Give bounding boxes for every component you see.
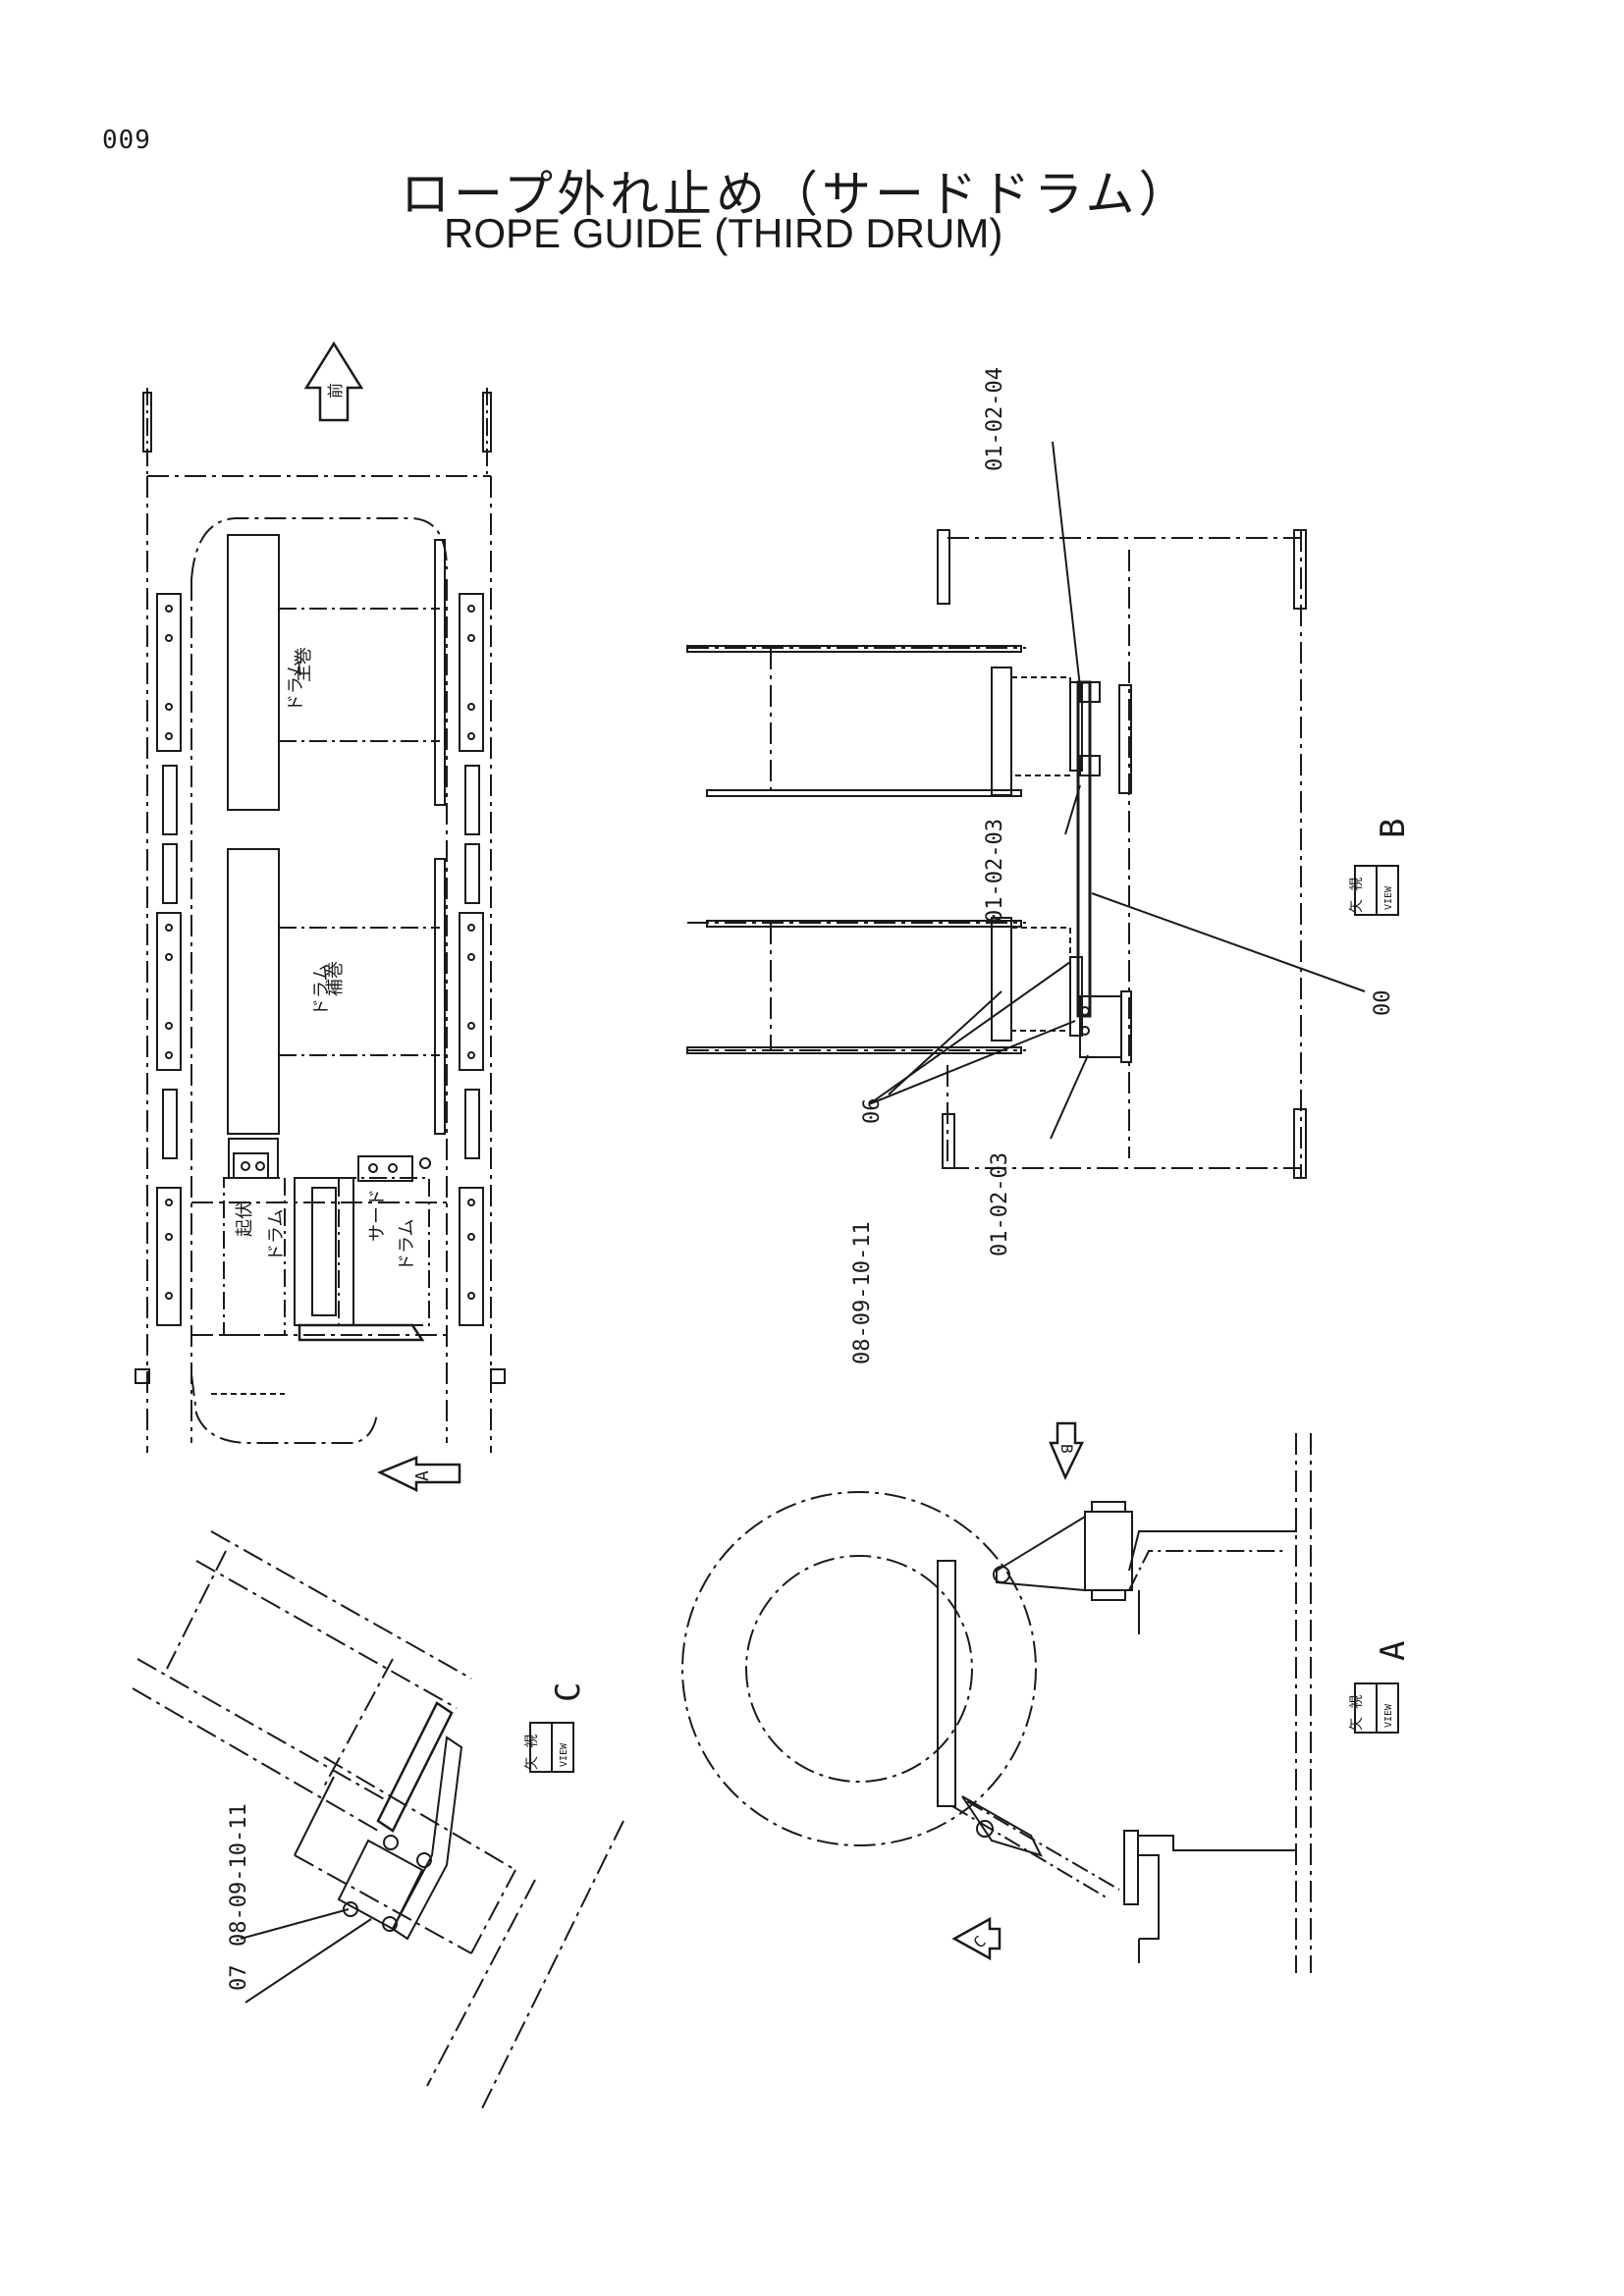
view-c-guide-plate <box>376 1701 454 1833</box>
aux-drum-label-2: ドラム <box>311 964 332 1016</box>
third-drum-label: サード <box>367 1189 388 1242</box>
view-b-callout-6: 01-02-03 <box>988 1152 1012 1256</box>
title-japanese: ロープ外れ止め（サードドラム） <box>401 166 1192 223</box>
view-c-label-box: 矢 視 VIEW C <box>524 1682 588 1773</box>
aux-drum <box>227 848 280 1135</box>
main-drum <box>227 534 280 811</box>
view-b-label-box: 矢 視 VIEW B <box>1349 819 1413 916</box>
top-view: 前 主巻 ドラム <box>135 341 506 1492</box>
rope-guide-plate <box>1076 680 1092 1018</box>
page-number: 009 <box>102 126 151 155</box>
view-b-letter: B <box>1374 819 1413 838</box>
view-c-ja: 矢 視 <box>524 1735 540 1770</box>
main-drum-label-2: ドラム <box>286 660 306 712</box>
boom-drum-label: 起伏 <box>235 1201 255 1237</box>
view-a-letter: A <box>1374 1641 1413 1661</box>
view-c-letter: C <box>549 1682 588 1702</box>
front-arrow-icon <box>303 341 364 422</box>
main-drum-label: 主巻 <box>294 647 314 682</box>
view-b: 01-02-04 01-02-03 00 06 08-09-10-11 01-0… <box>686 367 1413 1364</box>
view-a: B C 矢 視 VIEW A <box>681 1421 1413 1973</box>
title-english: ROPE GUIDE (THIRD DRUM) <box>444 210 1003 256</box>
aux-drum-label: 補巻 <box>325 961 346 996</box>
view-b-marker-arrow-icon <box>1049 1421 1084 1481</box>
front-label: 前 <box>326 383 345 399</box>
guide-plate <box>937 1560 956 1807</box>
view-b-view: VIEW <box>1383 885 1394 910</box>
view-b-callout-4: 06 <box>860 1098 885 1125</box>
view-b-marker-letter: B <box>1057 1444 1076 1454</box>
view-a-marker-letter: A <box>412 1470 433 1481</box>
view-b-ja: 矢 視 <box>1349 878 1365 913</box>
view-c-callout-1: 08-09-10-11 <box>227 1803 251 1947</box>
view-a-label-box: 矢 視 VIEW A <box>1349 1641 1413 1734</box>
view-b-callout-3: 00 <box>1371 990 1395 1017</box>
view-c-marker-arrow-icon <box>951 1916 1001 1961</box>
view-a-view: VIEW <box>1383 1703 1394 1728</box>
view-b-callout-2: 01-02-03 <box>983 819 1007 923</box>
view-b-callout-5: 08-09-10-11 <box>850 1221 875 1364</box>
boom-drum-label-2: ドラム <box>266 1209 287 1261</box>
view-c: 08-09-10-11 07 矢 視 VIEW C <box>132 1530 624 2111</box>
view-c-view: VIEW <box>559 1742 569 1767</box>
view-a-marker-arrow-icon <box>376 1456 461 1492</box>
view-a-ja: 矢 視 <box>1349 1695 1365 1731</box>
third-drum-label-2: ドラム <box>397 1219 417 1271</box>
frame-brackets <box>156 593 484 1326</box>
view-b-callout-1: 01-02-04 <box>983 367 1007 471</box>
view-c-callout-2: 07 <box>227 1965 251 1992</box>
